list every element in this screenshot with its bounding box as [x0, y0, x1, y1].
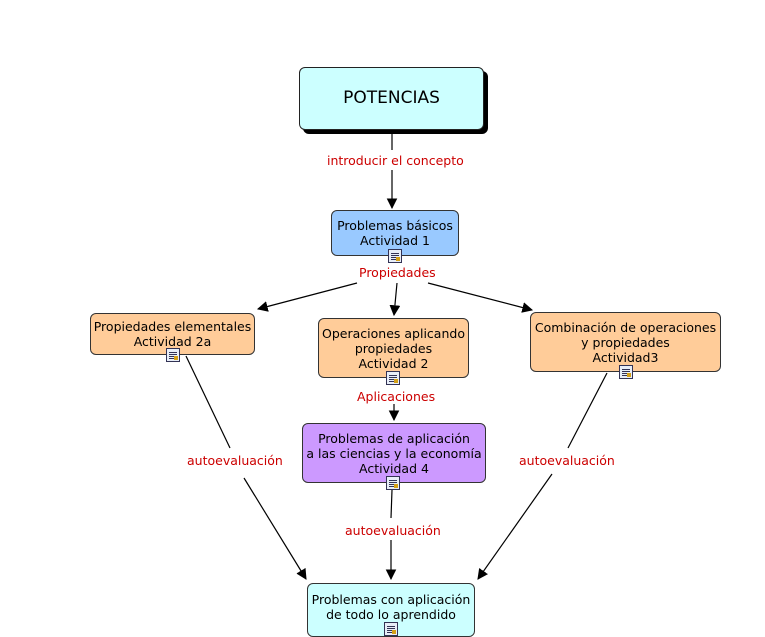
document-icon[interactable] [388, 249, 402, 263]
document-icon[interactable] [386, 371, 400, 385]
document-icon[interactable] [619, 365, 633, 379]
link-label-autoevaluacion-left: autoevaluación [186, 453, 284, 468]
node-problemas-final-label: Problemas con aplicación de todo lo apre… [311, 592, 471, 622]
arrow-left-autoeval [243, 477, 307, 580]
node-combinacion[interactable]: Combinación de operaciones y propiedades… [530, 312, 721, 372]
link-label-introducir: introducir el concepto [326, 153, 465, 168]
node-problemas-basicos-label: Problemas básicos Actividad 1 [337, 218, 453, 248]
node-problemas-basicos[interactable]: Problemas básicos Actividad 1 [331, 210, 459, 256]
line-center-autoeval-top [390, 489, 393, 519]
arrow-to-elementales [256, 282, 358, 312]
link-label-autoevaluacion-right: autoevaluación [518, 453, 616, 468]
link-label-autoevaluacion-center: autoevaluación [344, 523, 442, 538]
arrow-to-combinacion [427, 282, 534, 313]
node-combinacion-label: Combinación de operaciones y propiedades… [534, 319, 717, 365]
document-icon[interactable] [166, 348, 180, 362]
node-potencias[interactable]: POTENCIAS [299, 67, 484, 130]
node-operaciones-label: Operaciones aplicando propiedades Activi… [322, 325, 465, 371]
arrow-right-autoeval [477, 473, 553, 580]
line-left-autoeval-top [185, 355, 231, 449]
node-potencias-label: POTENCIAS [343, 88, 440, 108]
node-problemas-aplicacion[interactable]: Problemas de aplicación a las ciencias y… [302, 423, 486, 483]
node-propiedades-elementales-label: Propiedades elementales Actividad 2a [93, 319, 252, 349]
node-problemas-aplicacion-label: Problemas de aplicación a las ciencias y… [306, 430, 482, 476]
document-icon[interactable] [386, 476, 400, 490]
link-label-aplicaciones: Aplicaciones [356, 389, 437, 404]
node-problemas-final[interactable]: Problemas con aplicación de todo lo apre… [307, 583, 475, 637]
document-icon[interactable] [384, 622, 398, 636]
link-label-propiedades: Propiedades [358, 265, 437, 280]
line-right-autoeval-top [567, 372, 608, 449]
arrow-to-operaciones [389, 282, 401, 317]
node-operaciones[interactable]: Operaciones aplicando propiedades Activi… [318, 318, 469, 378]
node-propiedades-elementales[interactable]: Propiedades elementales Actividad 2a [90, 313, 255, 355]
